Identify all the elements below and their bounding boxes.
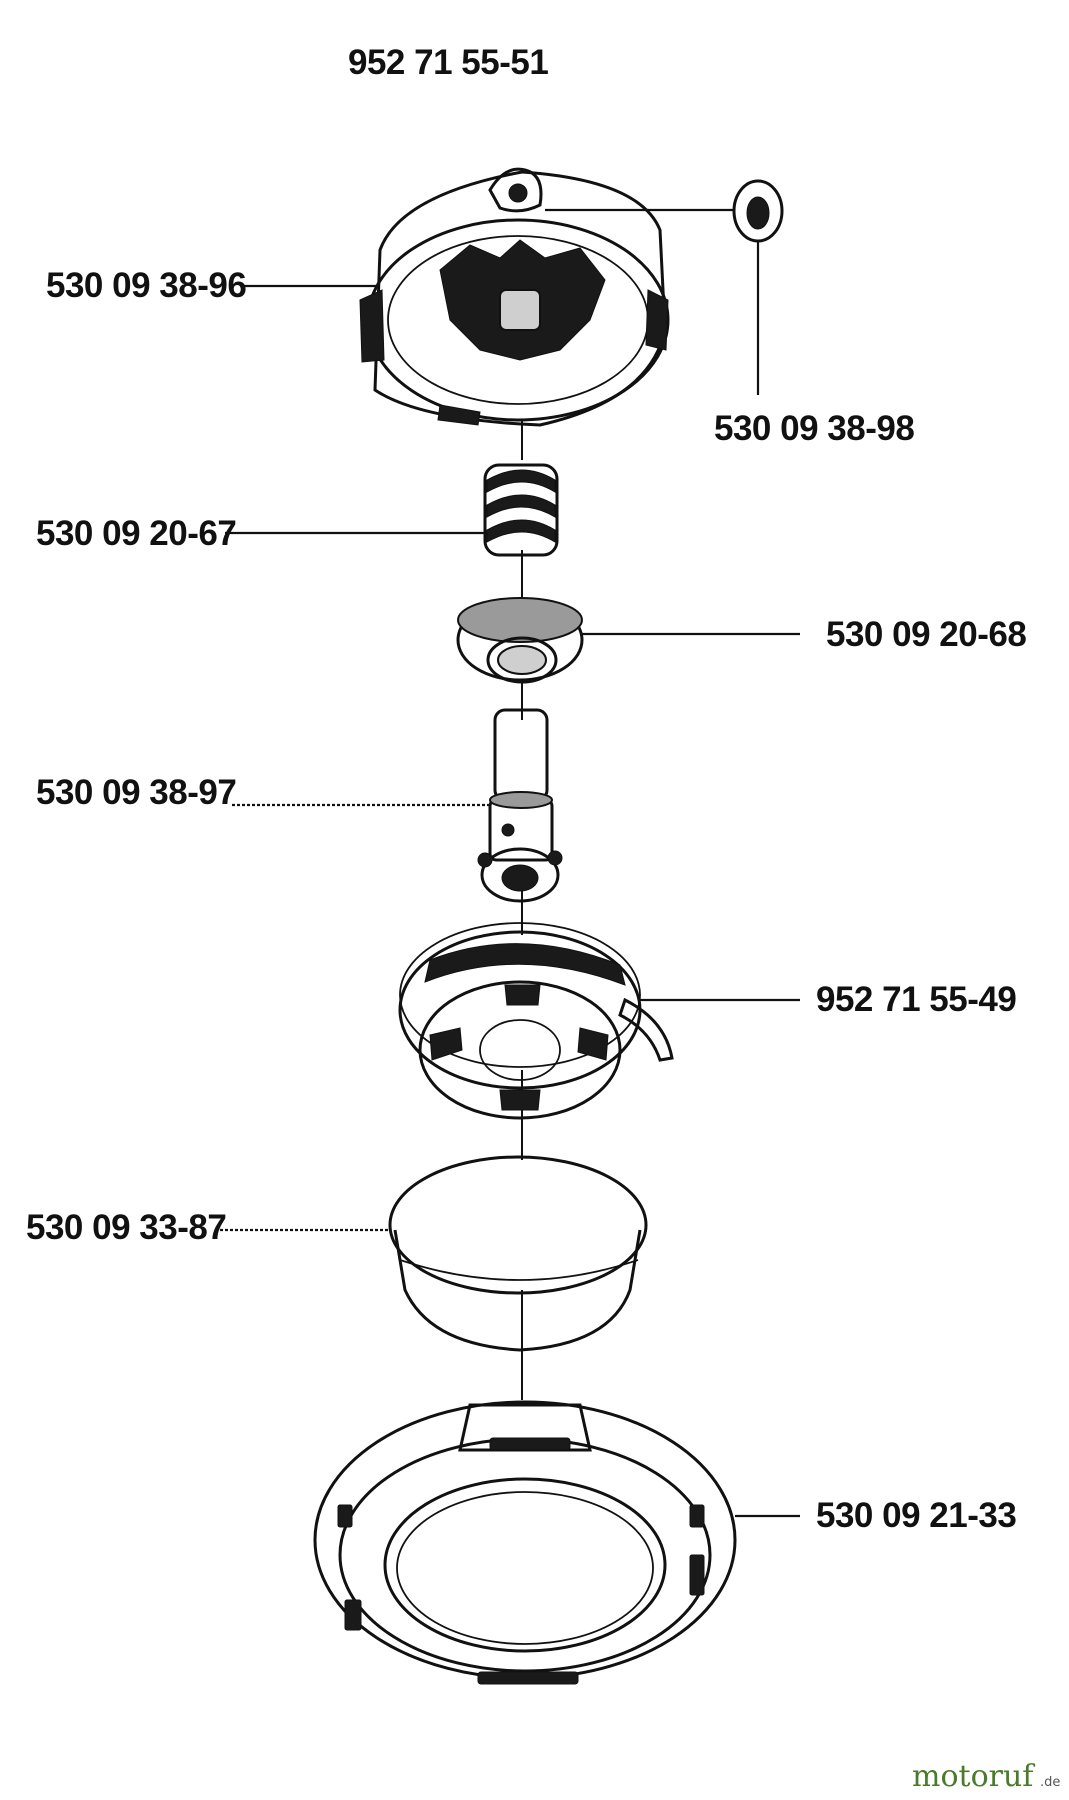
part-label-spring: 530 09 20-67: [36, 514, 236, 553]
eyelet-part: [732, 179, 784, 243]
part-label-outer-ring: 530 09 21-33: [816, 1496, 1016, 1535]
assembly-number: 952 71 55-51: [348, 43, 548, 82]
housing-cover-part: [359, 167, 670, 427]
watermark-text: motoruf: [912, 1759, 1035, 1794]
watermark-suffix: .de: [1040, 1775, 1060, 1790]
bearing-ring-part: [456, 597, 584, 684]
part-labels: 530 09 38-96 530 09 38-98 530 09 20-67 5…: [26, 266, 1027, 1535]
cup-part: [388, 1155, 648, 1352]
line-spool-part: [398, 922, 674, 1120]
part-label-line-spool: 952 71 55-49: [816, 980, 1016, 1019]
part-label-bearing-ring: 530 09 20-68: [826, 615, 1026, 654]
shaft-part: [477, 708, 563, 903]
part-label-eyelet: 530 09 38-98: [714, 409, 914, 448]
part-label-housing: 530 09 38-96: [46, 266, 246, 305]
spring-part: [483, 463, 559, 557]
part-label-cup: 530 09 33-87: [26, 1208, 226, 1247]
outer-ring-part: [313, 1400, 737, 1685]
part-label-shaft: 530 09 38-97: [36, 773, 236, 812]
watermark-logo: motoruf .de: [912, 1759, 1060, 1794]
leader-lines: [220, 208, 800, 1518]
